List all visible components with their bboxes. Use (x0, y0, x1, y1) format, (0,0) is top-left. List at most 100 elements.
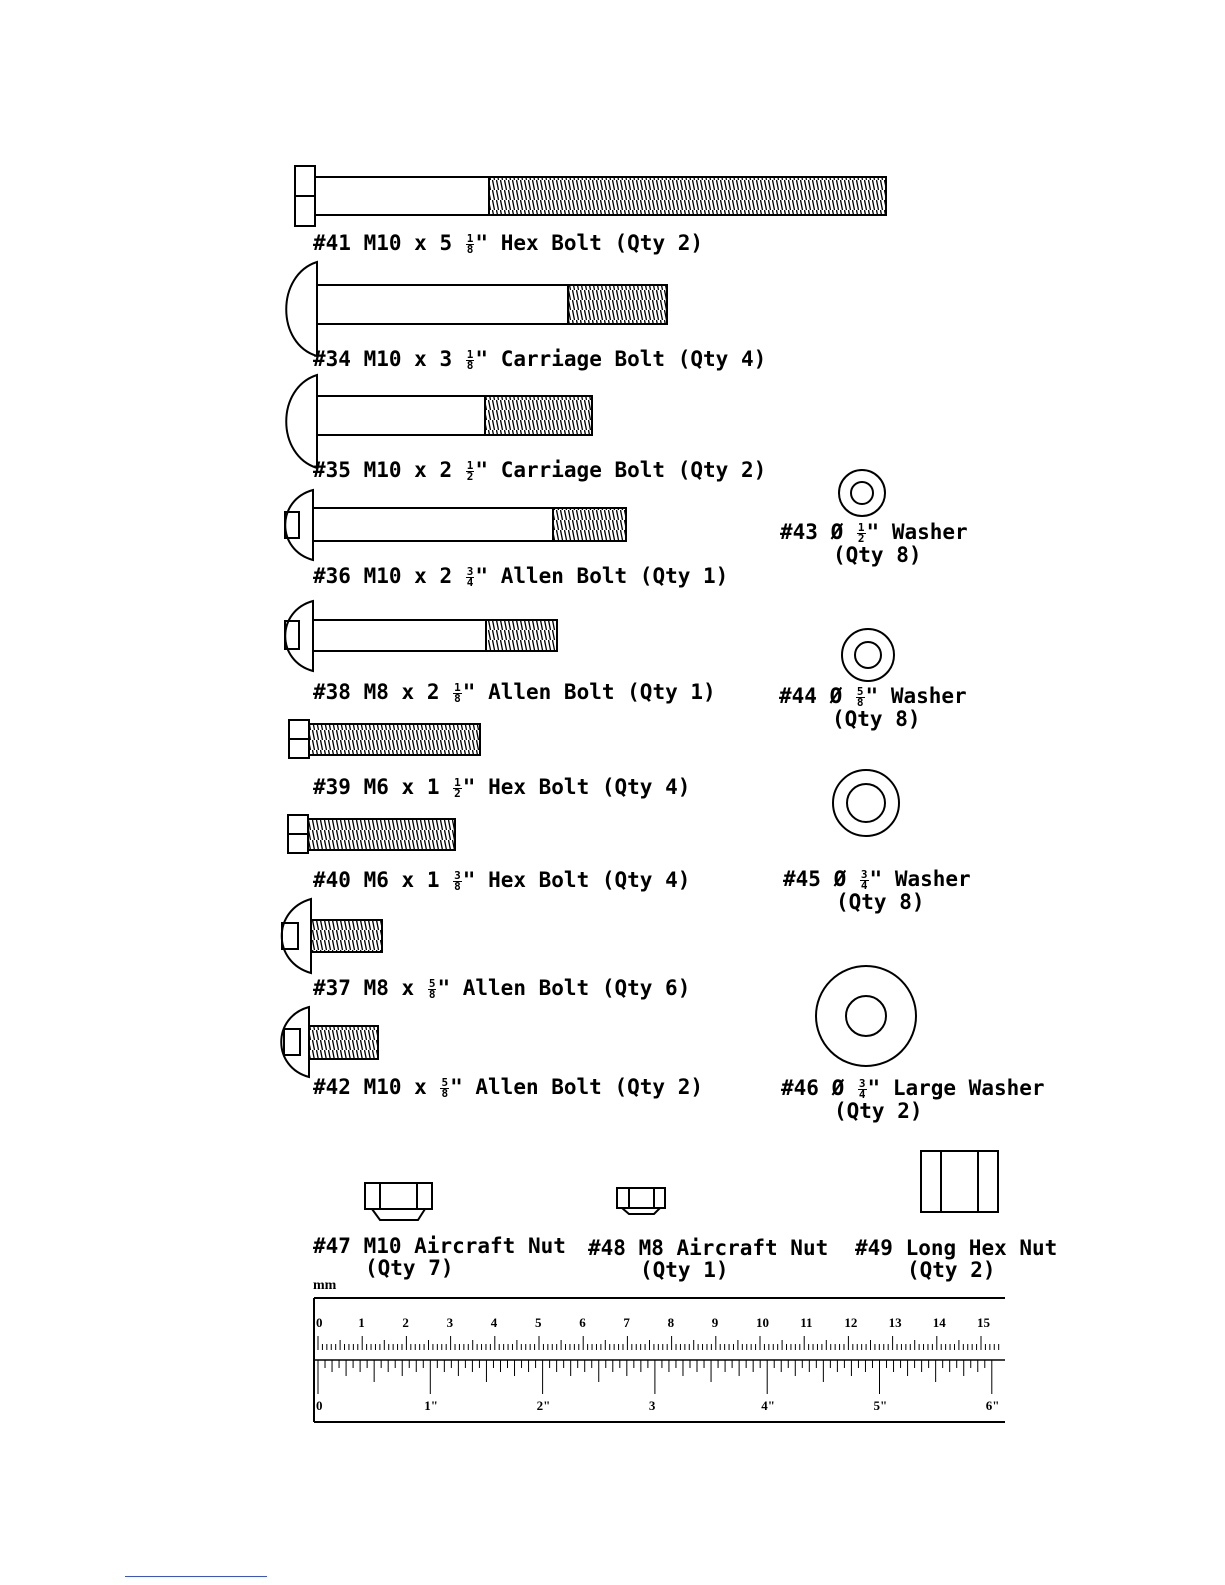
bolt-id: #38 (313, 680, 351, 704)
ruler-unit-label: mm (313, 1278, 337, 1293)
cm-label: 11 (800, 1315, 812, 1330)
diameter-symbol: Ø (833, 867, 847, 891)
nut-47-label: #47 M10 Aircraft Nut (313, 1234, 566, 1258)
aircraft-nut-48-icon (616, 1187, 666, 1215)
washer-id: #45 (783, 867, 821, 891)
bolt-length-whole: 3 (439, 347, 453, 371)
inch-label: 6" (986, 1398, 1000, 1413)
cm-label: 9 (712, 1315, 719, 1330)
bolt-name: Allen Bolt (475, 1075, 602, 1099)
nut-48-qty: (Qty 1) (640, 1258, 729, 1282)
bolt-name: Allen Bolt (500, 564, 628, 588)
nut-49-qty: (Qty 2) (907, 1258, 996, 1282)
washer-43-icon (838, 469, 886, 517)
bolt-length-whole: 5 (439, 231, 453, 255)
cm-label: 10 (756, 1315, 769, 1330)
inch-label: 0 (316, 1398, 323, 1413)
allen-bolt-38-icon (284, 599, 558, 673)
washer-qty: (Qty 8) (836, 890, 925, 914)
washer-id: #43 (780, 520, 818, 544)
bolt-id: #34 (313, 347, 351, 371)
bolt-name: Allen Bolt (488, 680, 615, 704)
cm-label: 8 (668, 1315, 675, 1330)
fraction-numerator: 1 (465, 458, 475, 472)
bolt-name: Carriage Bolt (500, 347, 666, 371)
washer-45-icon (832, 769, 900, 837)
fraction-denominator: 8 (454, 879, 461, 893)
bolt-id: #42 (313, 1075, 351, 1099)
bolt-id: #37 (313, 976, 351, 1000)
fraction-numerator: 1 (465, 347, 475, 361)
bolt-size: M10 (363, 347, 402, 371)
cm-label: 5 (535, 1315, 542, 1330)
cm-label: 2 (402, 1315, 409, 1330)
bolt-id: #36 (313, 564, 351, 588)
washer-qty: (Qty 8) (833, 543, 922, 567)
hex-bolt-40-icon (287, 814, 456, 854)
fraction-denominator: 4 (860, 878, 868, 892)
fraction-denominator: 8 (856, 695, 864, 709)
inch-label: 5" (874, 1398, 888, 1413)
washer-44-icon (841, 628, 895, 682)
allen-bolt-37-icon (280, 897, 383, 975)
carriage-bolt-35-icon (285, 373, 593, 470)
bolt-size: M10 (363, 564, 402, 588)
fraction-numerator: 5 (855, 684, 865, 698)
nut-47-name: M10 Aircraft Nut (363, 1234, 566, 1258)
fraction-denominator: 4 (858, 1087, 866, 1101)
fraction-denominator: 8 (454, 691, 461, 705)
bolt-qty: (Qty 4) (677, 347, 767, 371)
nut-48-id: #48 (588, 1236, 626, 1260)
bolt-name: Hex Bolt (500, 231, 602, 255)
fraction-numerator: 5 (440, 1075, 450, 1089)
washer-qty: (Qty 8) (832, 707, 921, 731)
bolt-length-whole: 1 (426, 775, 440, 799)
bolt-length-whole: 2 (439, 564, 453, 588)
bolt-length-whole: 2 (426, 680, 440, 704)
bolt-qty: (Qty 6) (601, 976, 691, 1000)
fraction-denominator: 8 (428, 987, 436, 1001)
aircraft-nut-47-icon (364, 1182, 433, 1221)
cm-label: 4 (491, 1315, 498, 1330)
bolt-size: M6 (363, 775, 389, 799)
fraction-denominator: 2 (466, 469, 474, 483)
washer-name: Large Washer (892, 1076, 1045, 1100)
fraction-numerator: 3 (453, 868, 462, 882)
fraction-numerator: 1 (465, 231, 475, 245)
nut-47-id: #47 (313, 1234, 351, 1258)
hex-bolt-41-icon (294, 165, 887, 227)
washer-name: Washer (890, 684, 967, 708)
bolt-id: #39 (313, 775, 351, 799)
bolt-id: #41 (313, 231, 351, 255)
hex-bolt-39-icon (288, 719, 481, 759)
fraction-denominator: 8 (441, 1086, 449, 1100)
bolt-qty: (Qty 4) (601, 868, 691, 892)
bolt-qty: (Qty 2) (614, 1075, 703, 1099)
washer-id: #46 (781, 1076, 819, 1100)
bolt-length-whole: 1 (426, 868, 440, 892)
cm-label: 13 (889, 1315, 903, 1330)
carriage-bolt-34-icon (285, 260, 668, 358)
page-footer-line (125, 1576, 267, 1577)
nut-47-qty: (Qty 7) (365, 1256, 454, 1280)
washer-qty: (Qty 2) (834, 1099, 923, 1123)
